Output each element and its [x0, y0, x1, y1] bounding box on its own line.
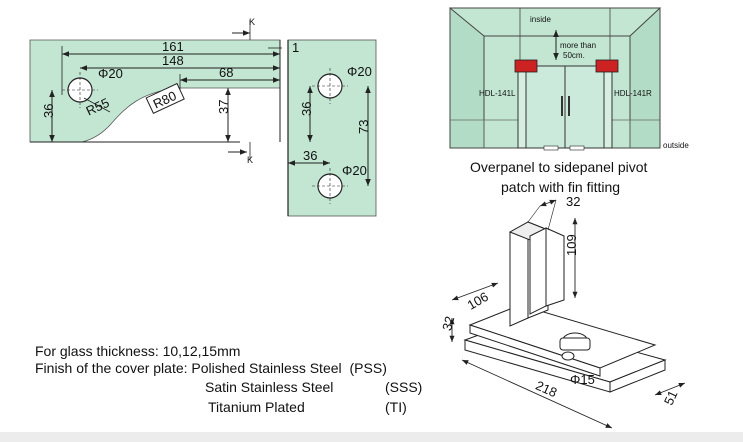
finish-name-1: Polished Stainless Steel — [191, 360, 342, 376]
hdl-141r-label: HDL-141R — [614, 89, 652, 98]
dim-36-left: 36 — [41, 104, 56, 118]
footer-bar — [0, 432, 743, 442]
iso-fitting — [463, 221, 667, 393]
hdl-141l-label: HDL-141L — [479, 89, 516, 98]
dim-32-top: 32 — [566, 194, 580, 209]
dim-106: 106 — [465, 289, 491, 313]
finish-name-2: Satin Stainless Steel — [205, 379, 334, 395]
dim-phi15: Φ15 — [570, 372, 595, 387]
dim-1: 1 — [292, 40, 299, 55]
finish-code-1: (PSS) — [349, 360, 387, 376]
pivot-patch-right — [595, 59, 619, 73]
dim-32-side: 32 — [439, 314, 457, 332]
finish-code-2: (SSS) — [385, 379, 423, 395]
more-than-label-2: 50cm. — [563, 51, 585, 60]
section-mark-top: K — [249, 17, 255, 27]
more-than-label-1: more than — [560, 41, 596, 50]
glass-thickness-text: For glass thickness: 10,12,15mm — [35, 343, 241, 359]
finish-line-1: Finish of the cover plate: Polished Stai… — [35, 360, 387, 377]
dim-36-right: 36 — [299, 102, 314, 116]
finish-label: Finish of the cover plate: — [35, 360, 192, 376]
inside-label: inside — [530, 15, 551, 24]
pivot-patch-left — [514, 59, 538, 73]
caption-line-2: patch with fin fitting — [501, 179, 621, 195]
dim-73: 73 — [356, 120, 371, 134]
dim-37: 37 — [216, 100, 231, 114]
finish-line-2: Satin Stainless Steel (SSS) — [205, 379, 422, 396]
dim-218: 218 — [533, 378, 559, 401]
caption-line-1: Overpanel to sidepanel pivot — [470, 159, 648, 175]
outside-label: outside — [663, 141, 689, 150]
dim-109: 109 — [564, 234, 579, 256]
finish-code-3: (TI) — [385, 399, 407, 415]
dim-36-horizontal: 36 — [303, 148, 317, 163]
door-diagram — [449, 6, 661, 151]
dim-68: 68 — [219, 65, 233, 80]
dim-51: 51 — [661, 388, 681, 407]
dim-phi20-left: Φ20 — [98, 66, 123, 81]
finish-line-3: Titanium Plated (TI) — [208, 399, 407, 416]
dim-148: 148 — [162, 53, 184, 68]
dim-phi20-right-bottom: Φ20 — [342, 163, 367, 178]
finish-name-3: Titanium Plated — [208, 399, 305, 415]
section-mark-bottom: K — [247, 155, 253, 165]
dim-161: 161 — [162, 39, 184, 54]
dim-phi20-right-top: Φ20 — [347, 64, 372, 79]
